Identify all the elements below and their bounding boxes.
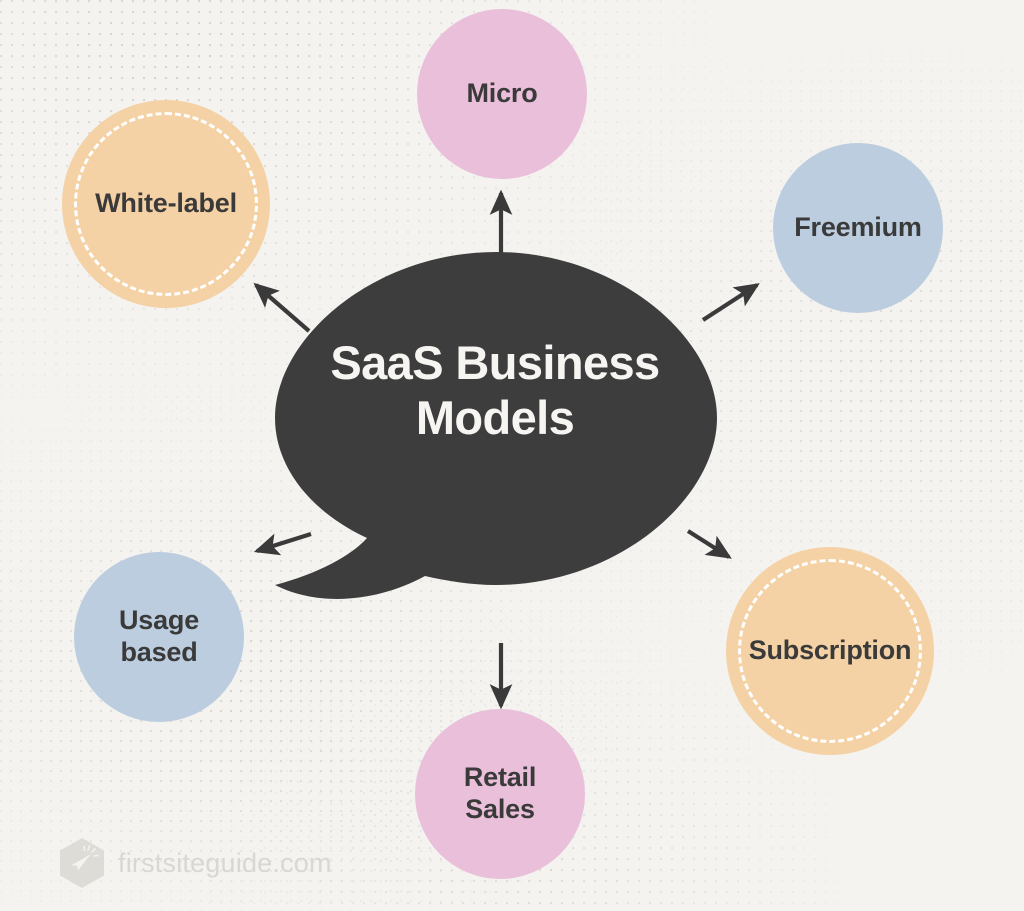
watermark-text: firstsiteguide.com [118,847,332,878]
node-white-label-label: White-label [95,188,237,219]
watermark: firstsiteguide.com [58,837,332,889]
node-usage-based-label: Usage based [118,605,200,667]
node-freemium[interactable]: Freemium [773,143,943,313]
dashed-ring-subscription [738,559,922,743]
node-subscription-label: Subscription [748,635,912,666]
paper-plane-hexagon-icon [60,838,104,888]
node-freemium-label: Freemium [794,212,922,243]
node-subscription[interactable]: Subscription [726,547,934,755]
center-node-speech-bubble[interactable]: SaaS Business Models [255,238,735,638]
center-node-label: SaaS Business Models [330,336,660,444]
node-white-label[interactable]: White-label [62,100,270,308]
node-retail-sales[interactable]: Retail Sales [415,709,585,879]
node-micro[interactable]: Micro [417,9,587,179]
dashed-ring-white-label [74,112,258,296]
speech-bubble-shape [275,252,717,599]
node-usage-based[interactable]: Usage based [74,552,244,722]
node-micro-label: Micro [466,78,538,109]
node-retail-sales-label: Retail Sales [463,762,537,824]
